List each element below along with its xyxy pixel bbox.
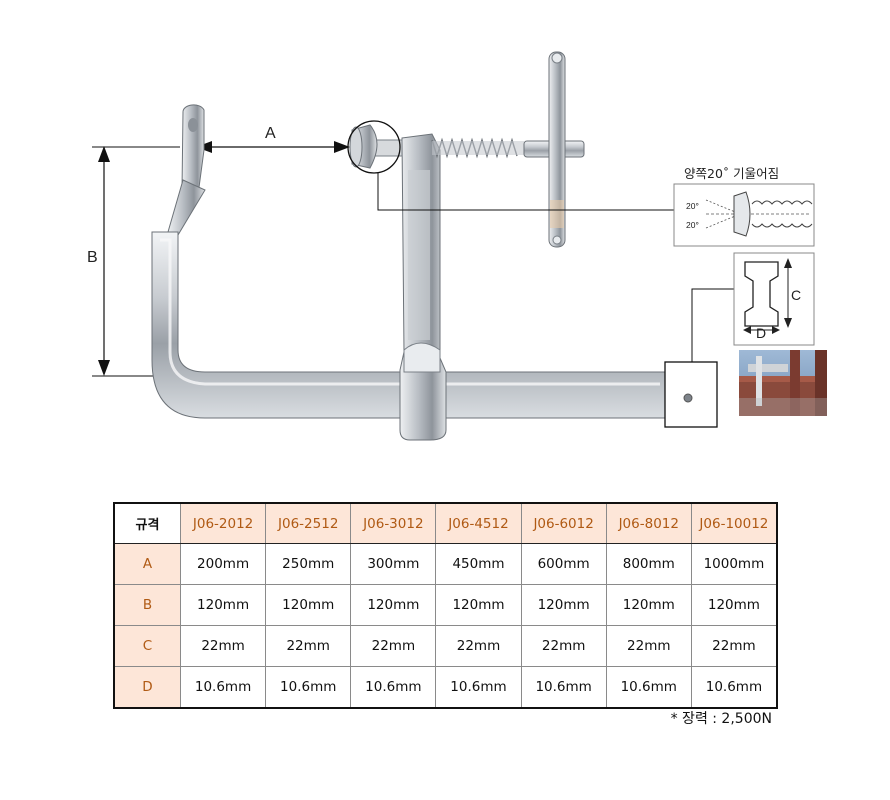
swivel-pad bbox=[347, 120, 674, 211]
tension-footnote: * 장력 : 2,500N bbox=[670, 711, 772, 727]
dimension-b-label: B bbox=[87, 249, 98, 266]
table-cell: 120mm bbox=[520, 584, 607, 626]
angle-bottom-label: 20° bbox=[686, 220, 699, 230]
table-cell: 10.6mm bbox=[690, 666, 778, 708]
row-label: B bbox=[114, 584, 181, 626]
table-cell: 10.6mm bbox=[605, 666, 692, 708]
table-cell: 22mm bbox=[520, 625, 607, 667]
tilt-detail-inset: 20° 20° bbox=[673, 183, 815, 247]
table-row: A 200mm 250mm 300mm 450mm 600mm 800mm 10… bbox=[114, 543, 778, 585]
usage-photo bbox=[739, 350, 827, 416]
model-header: J06-4512 bbox=[435, 503, 522, 544]
table-cell: 120mm bbox=[179, 584, 267, 626]
table-row: B 120mm 120mm 120mm 120mm 120mm 120mm 12… bbox=[114, 584, 778, 626]
sliding-jaw bbox=[399, 133, 447, 441]
table-cell: 450mm bbox=[435, 543, 522, 585]
spec-corner-cell: 규격 bbox=[114, 503, 181, 544]
dimension-c-label: C bbox=[791, 287, 802, 303]
table-cell: 120mm bbox=[435, 584, 522, 626]
dimension-a-label: A bbox=[265, 125, 276, 142]
table-cell: 120mm bbox=[690, 584, 778, 626]
model-header: J06-8012 bbox=[605, 503, 692, 544]
row-label: A bbox=[114, 543, 181, 585]
table-cell: 22mm bbox=[435, 625, 522, 667]
model-header: J06-3012 bbox=[350, 503, 437, 544]
table-cell: 22mm bbox=[690, 625, 778, 667]
model-header: J06-6012 bbox=[520, 503, 607, 544]
row-label: D bbox=[114, 666, 181, 708]
table-cell: 22mm bbox=[265, 625, 352, 667]
model-header: J06-10012 bbox=[690, 503, 778, 544]
model-header: J06-2012 bbox=[179, 503, 267, 544]
table-cell: 120mm bbox=[350, 584, 437, 626]
table-header-row: 규격 J06-2012 J06-2512 J06-3012 J06-4512 J… bbox=[114, 503, 778, 544]
table-cell: 300mm bbox=[350, 543, 437, 585]
product-figure: 20° 20° A B C D 양 bbox=[87, 51, 827, 441]
table-cell: 250mm bbox=[265, 543, 352, 585]
screw-assembly bbox=[359, 51, 585, 248]
table-cell: 10.6mm bbox=[179, 666, 267, 708]
table-cell: 120mm bbox=[605, 584, 692, 626]
cross-section-inset bbox=[664, 252, 815, 428]
table-cell: 200mm bbox=[179, 543, 267, 585]
table-cell: 10.6mm bbox=[350, 666, 437, 708]
dimension-d-label: D bbox=[756, 325, 767, 341]
table-row: D 10.6mm 10.6mm 10.6mm 10.6mm 10.6mm 10.… bbox=[114, 666, 778, 708]
table-cell: 10.6mm bbox=[520, 666, 607, 708]
table-cell: 800mm bbox=[605, 543, 692, 585]
row-label: C bbox=[114, 625, 181, 667]
clamp-drawing: 20° 20° bbox=[92, 51, 827, 441]
angle-top-label: 20° bbox=[686, 201, 699, 211]
table-cell: 22mm bbox=[179, 625, 267, 667]
tilt-caption: 양쪽20˚ 기울어짐 bbox=[684, 166, 780, 181]
table-row: C 22mm 22mm 22mm 22mm 22mm 22mm 22mm bbox=[114, 625, 778, 667]
table-cell: 10.6mm bbox=[435, 666, 522, 708]
table-cell: 22mm bbox=[605, 625, 692, 667]
spec-table: 규격 J06-2012 J06-2512 J06-3012 J06-4512 J… bbox=[113, 502, 778, 709]
table-cell: 10.6mm bbox=[265, 666, 352, 708]
model-header: J06-2512 bbox=[265, 503, 352, 544]
table-cell: 22mm bbox=[350, 625, 437, 667]
table-cell: 120mm bbox=[265, 584, 352, 626]
table-cell: 600mm bbox=[520, 543, 607, 585]
table-cell: 1000mm bbox=[690, 543, 778, 585]
